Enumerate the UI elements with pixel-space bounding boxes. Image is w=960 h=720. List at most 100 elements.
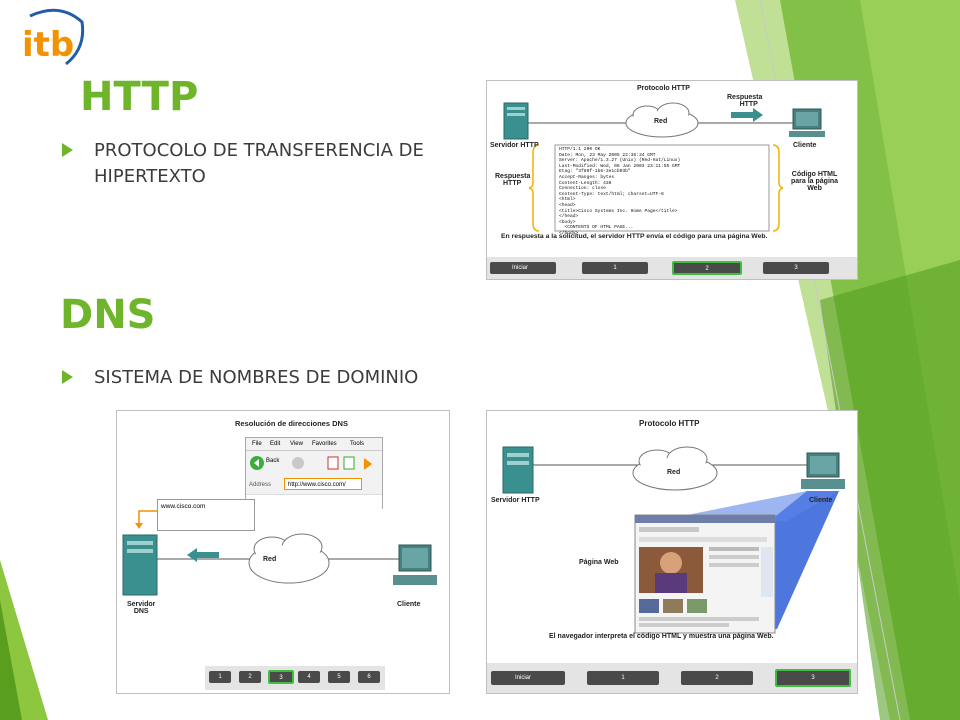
cloud-icon: [248, 533, 330, 584]
fig1-nav-bar: Iniciar 1 2 3: [487, 257, 857, 279]
browser-content: [246, 494, 382, 509]
code-line: Date: Mon, 23 May 2005 22:38:34 GMT: [559, 152, 656, 158]
code-line: Content-Length: 438: [559, 180, 612, 186]
address-input[interactable]: http://www.cisco.com/: [284, 478, 362, 490]
fig2-network-label: Red: [263, 556, 277, 563]
fig3-network-label: Red: [667, 469, 681, 476]
fig3-nav-button-2[interactable]: 2: [681, 671, 753, 685]
stop-icon: [327, 456, 339, 470]
fig2-nav-bar: 1 2 3 4 5 6: [205, 666, 385, 690]
code-line: </body>: [559, 230, 579, 236]
http-heading: HTTP: [80, 74, 199, 120]
fig1-right-label-line-2: para la página: [791, 178, 839, 185]
http-bullet-line-1: PROTOCOLO DE TRANSFERENCIA DE: [94, 140, 424, 161]
fig1-title: Protocolo HTTP: [637, 85, 690, 92]
server-icon: [503, 102, 529, 140]
menu-view[interactable]: View: [290, 441, 303, 447]
fig1-left-label-line-2: HTTP: [503, 180, 522, 187]
http-bullet-line-2: HIPERTEXTO: [94, 166, 206, 187]
refresh-icon: [343, 456, 355, 470]
browser-window: File Edit View Favorites Tools Back Addr…: [245, 437, 383, 509]
code-line: <head>: [559, 202, 576, 208]
fig1-caption: En respuesta a la solicitud, el servidor…: [501, 233, 768, 240]
dns-server-icon: [122, 534, 158, 596]
logo-text: itb: [22, 25, 74, 65]
menu-favorites[interactable]: Favorites: [312, 441, 337, 447]
dns-diagram: [122, 510, 437, 596]
bullet-arrow-icon: [62, 143, 73, 157]
down-arrow-icon: [135, 523, 143, 529]
fig3-nav-button-3[interactable]: 3: [775, 669, 851, 687]
code-line: <CONTENTS OF HTML PAGE...: [559, 225, 634, 231]
fig2-client-label: Cliente: [397, 601, 421, 608]
http-response-figure: Protocolo HTTP Respuesta HTTP Red Servid…: [486, 80, 858, 280]
client-computer-icon: [393, 544, 437, 585]
fig1-response-label: Respuesta HTTP: [727, 94, 762, 108]
fig3-caption: El navegador interpreta el código HTML y…: [549, 633, 774, 640]
response-arrow-icon: [731, 108, 763, 122]
fig2-nav-button-5[interactable]: 5: [328, 671, 350, 683]
code-line: Server: Apache/1.3.27 (Unix) (Red-Hat/Li…: [559, 158, 681, 164]
fig1-nav-button-1[interactable]: 1: [582, 262, 648, 274]
fig2-nav-button-1[interactable]: 1: [209, 671, 231, 683]
home-icon: [364, 458, 372, 470]
code-line: <html>: [559, 197, 576, 203]
fig1-right-label-line-3: Web: [807, 185, 822, 192]
fig1-response-label-line-1: Respuesta: [727, 94, 763, 101]
fig1-client-label: Cliente: [793, 142, 817, 149]
address-label: Address: [249, 482, 272, 488]
webpage-screenshot-image: [634, 514, 776, 634]
fig1-nav-button-3[interactable]: 3: [763, 262, 829, 274]
fig2-nav-button-6[interactable]: 6: [358, 671, 380, 683]
fig1-left-label-line-1: Respuesta: [495, 173, 531, 180]
browser-toolbar: [250, 456, 372, 470]
server-icon: [502, 446, 534, 494]
dns-bullet-text: SISTEMA DE NOMBRES DE DOMINIO: [94, 367, 419, 388]
forward-icon: [292, 457, 304, 469]
code-line: <title>Cisco Systems Inc. Home Page</tit…: [559, 208, 678, 214]
dns-query-box: www.cisco.com: [157, 499, 255, 531]
code-line: Accept-Ranges: bytes: [559, 174, 615, 180]
code-line: <body>: [559, 219, 576, 225]
right-brace-icon: [772, 144, 784, 232]
fig3-nav-bar: Iniciar 1 2 3: [487, 663, 857, 693]
dns-heading: DNS: [60, 292, 156, 338]
fig1-nav-start-button[interactable]: Iniciar: [490, 262, 556, 274]
menu-file[interactable]: File: [252, 441, 262, 447]
bullet-arrow-icon: [62, 370, 73, 384]
fig2-nav-button-3[interactable]: 3: [268, 670, 294, 684]
client-computer-icon: [801, 452, 845, 489]
http-bullet-text: PROTOCOLO DE TRANSFERENCIA DE HIPERTEXTO: [94, 138, 424, 190]
menu-tools[interactable]: Tools: [350, 441, 365, 447]
fig2-server-label: Servidor DNS: [127, 601, 155, 615]
cloud-icon: [625, 102, 699, 138]
fig2-nav-button-4[interactable]: 4: [298, 671, 320, 683]
http-response-diagram: [503, 102, 825, 232]
code-line: HTTP/1.1 200 OK: [559, 147, 601, 152]
itb-logo: itb: [20, 8, 90, 68]
dns-resolution-figure: Resolución de direcciones DNS File Edit …: [116, 410, 450, 694]
fig3-nav-start-button[interactable]: Iniciar: [491, 671, 565, 685]
fig3-webpage-label: Página Web: [579, 559, 619, 566]
fig3-nav-button-1[interactable]: 1: [587, 671, 659, 685]
fig3-server-label: Servidor HTTP: [491, 497, 540, 504]
fig2-server-label-line-1: Servidor: [127, 601, 156, 608]
code-line: Last-Modified: Wed, 08 Jan 2003 23:11:55…: [559, 163, 681, 169]
fig1-right-label: Código HTML para la página Web: [791, 171, 838, 192]
fig3-title: Protocolo HTTP: [639, 419, 700, 428]
fig1-nav-button-2[interactable]: 2: [672, 261, 742, 275]
left-brace-icon: [528, 144, 540, 232]
http-webpage-diagram: [502, 446, 845, 634]
browser-menu-bar: File Edit View Favorites Tools: [246, 438, 382, 451]
fig2-title: Resolución de direcciones DNS: [235, 419, 348, 428]
back-label[interactable]: Back: [266, 458, 280, 464]
fig2-nav-button-2[interactable]: 2: [239, 671, 261, 683]
fig3-client-label: Cliente: [809, 497, 833, 504]
code-line: Content-Type: text/html; charset=UTF-8: [559, 191, 664, 197]
fig1-network-label: Red: [654, 118, 668, 125]
menu-edit[interactable]: Edit: [270, 441, 281, 447]
cloud-icon: [632, 446, 718, 491]
code-line: </head>: [559, 214, 579, 220]
fig1-server-label: Servidor HTTP: [490, 142, 539, 149]
